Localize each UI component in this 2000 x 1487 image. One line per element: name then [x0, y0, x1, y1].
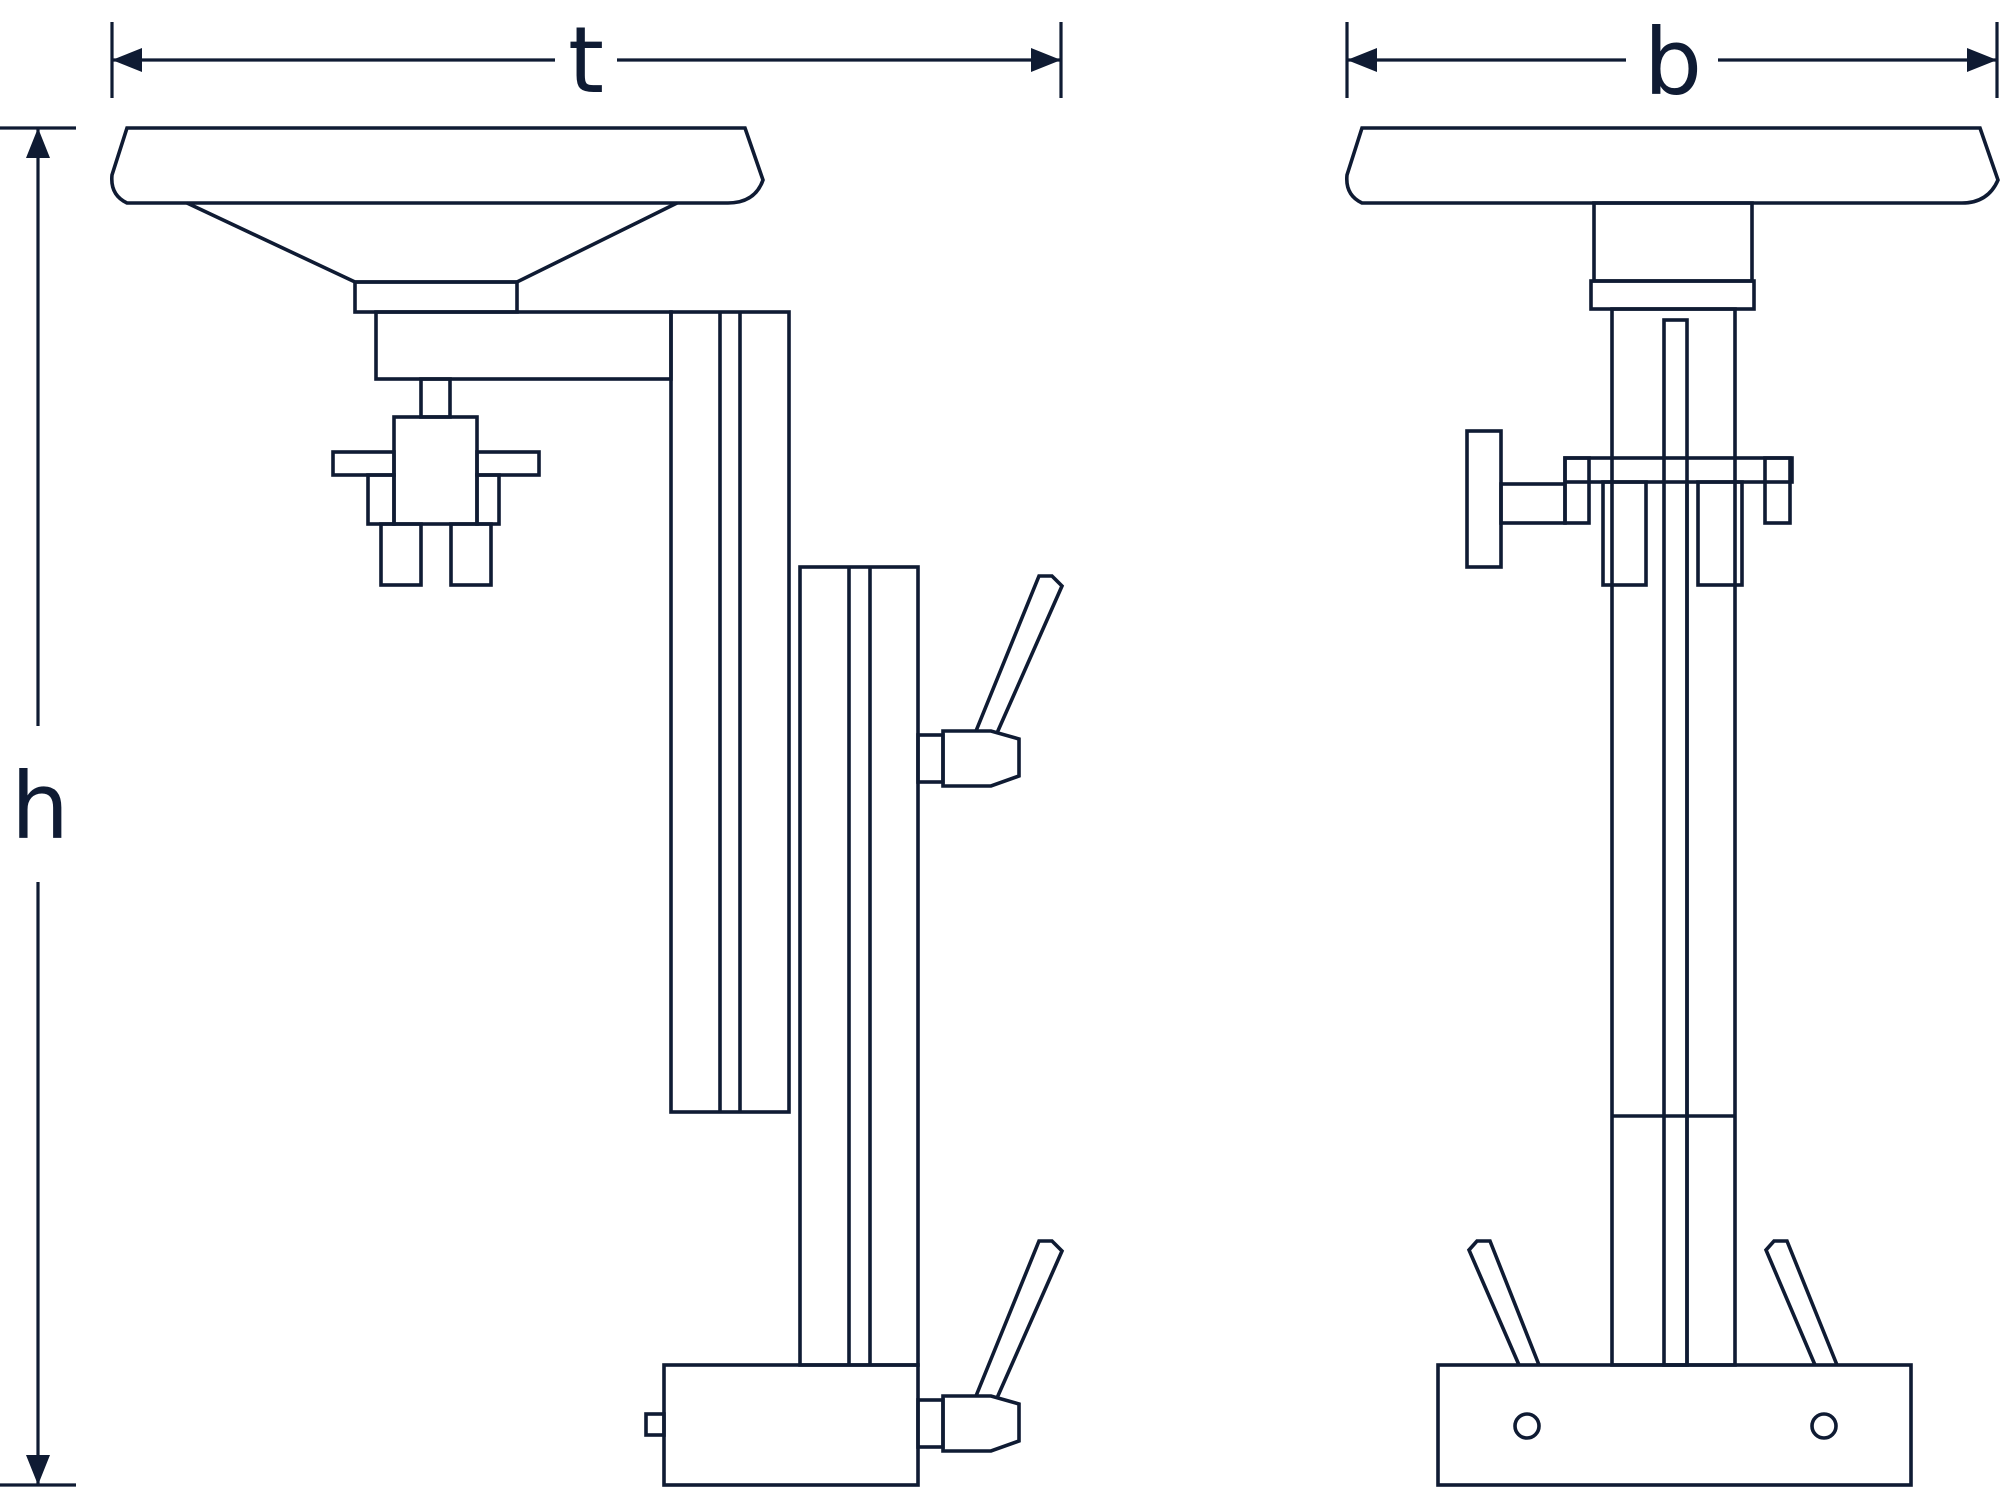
front-right-lever	[1763, 1239, 1839, 1366]
side-upper-column	[669, 310, 791, 1114]
front-neck	[1592, 201, 1754, 283]
front-view	[1344, 126, 2000, 1487]
side-lower-lever	[916, 1239, 1065, 1453]
dimension-h: h	[0, 126, 76, 1487]
side-lower-column	[798, 565, 920, 1367]
side-tray	[109, 126, 765, 205]
dimension-label-h: h	[11, 753, 69, 860]
front-clamp	[1465, 429, 1794, 587]
front-left-lever	[1466, 1239, 1541, 1366]
side-clamp	[331, 377, 541, 587]
front-tray	[1344, 126, 2000, 205]
dimension-b: b	[1345, 9, 1999, 116]
side-arm	[374, 310, 673, 381]
dimension-t: t	[110, 7, 1063, 114]
front-base-hole-left	[1513, 1412, 1541, 1440]
side-upper-lever	[916, 574, 1065, 788]
front-base	[1436, 1363, 1913, 1487]
side-funnel	[186, 201, 678, 284]
dimension-label-b: b	[1644, 9, 1702, 116]
dimension-label-t: t	[568, 7, 604, 114]
front-column	[1610, 307, 1737, 1367]
front-base-hole-right	[1810, 1412, 1838, 1440]
side-base	[662, 1363, 920, 1487]
side-view	[109, 126, 1065, 1487]
